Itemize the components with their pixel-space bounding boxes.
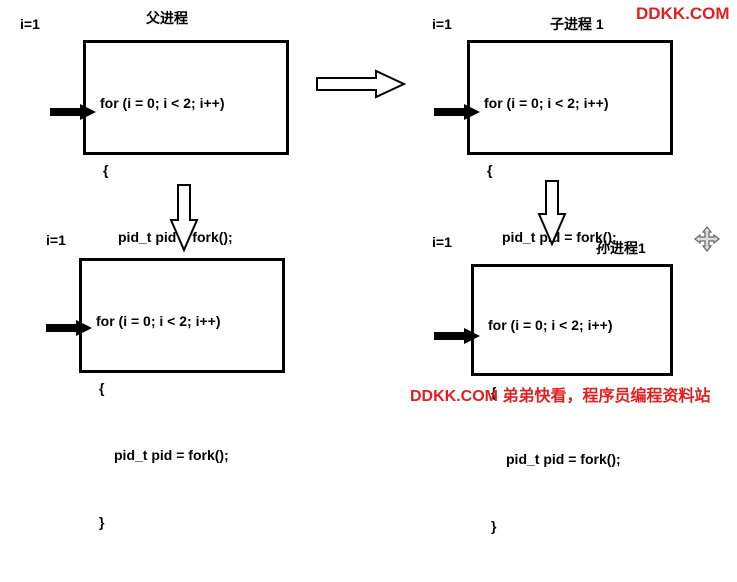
i-label-parent: i=1: [20, 16, 40, 32]
code-line: }: [491, 518, 497, 534]
watermark-bottom: DDKK.COM 弟弟快看，程序员编程资料站: [410, 388, 711, 405]
code-line: for (i = 0; i < 2; i++): [488, 317, 613, 333]
code-line: pid_t pid = fork();: [114, 447, 229, 463]
code-line: pid_t pid = fork();: [506, 451, 621, 467]
code-box-grandchild: for (i = 0; i < 2; i++) { pid_t pid = fo…: [471, 264, 673, 534]
code-box-child: for (i = 0; i < 2; i++) { pid_t pid = fo…: [467, 40, 673, 312]
title-parent: 父进程: [146, 10, 188, 26]
code-line: }: [99, 514, 105, 530]
code-parent-next: for (i = 0; i < 2; i++) { pid_t pid = fo…: [96, 266, 229, 578]
code-line: {: [103, 162, 109, 178]
flow-arrow-down-icon: [169, 184, 199, 253]
code-box-parent: for (i = 0; i < 2; i++) { pid_t pid = fo…: [83, 40, 289, 312]
code-line: for (i = 0; i < 2; i++): [484, 95, 609, 111]
pointer-arrow-icon: [434, 104, 480, 120]
pointer-arrow-icon: [50, 104, 96, 120]
flow-arrow-down-icon: [537, 180, 567, 247]
watermark-top: DDKK.COM: [636, 4, 730, 23]
i-label-parent-next: i=1: [46, 232, 66, 248]
title-child: 子进程 1: [550, 16, 604, 32]
code-line: {: [99, 380, 105, 396]
flow-arrow-right-icon: [316, 69, 407, 99]
i-label-grandchild: i=1: [432, 234, 452, 250]
code-line: for (i = 0; i < 2; i++): [100, 95, 225, 111]
pointer-arrow-icon: [434, 328, 480, 344]
pointer-arrow-icon: [46, 320, 92, 336]
code-line: {: [487, 162, 493, 178]
i-label-child: i=1: [432, 16, 452, 32]
code-grandchild: for (i = 0; i < 2; i++) { pid_t pid = fo…: [488, 270, 621, 582]
code-line: {: [491, 384, 497, 400]
code-box-parent-next: for (i = 0; i < 2; i++) { pid_t pid = fo…: [79, 258, 285, 530]
code-line: for (i = 0; i < 2; i++): [96, 313, 221, 329]
move-cursor-icon: [694, 226, 720, 252]
code-line: pid_t pid = fork();: [118, 229, 233, 245]
code-child: for (i = 0; i < 2; i++) { pid_t pid = fo…: [484, 48, 617, 360]
title-grandchild: 孙进程1: [596, 240, 646, 256]
